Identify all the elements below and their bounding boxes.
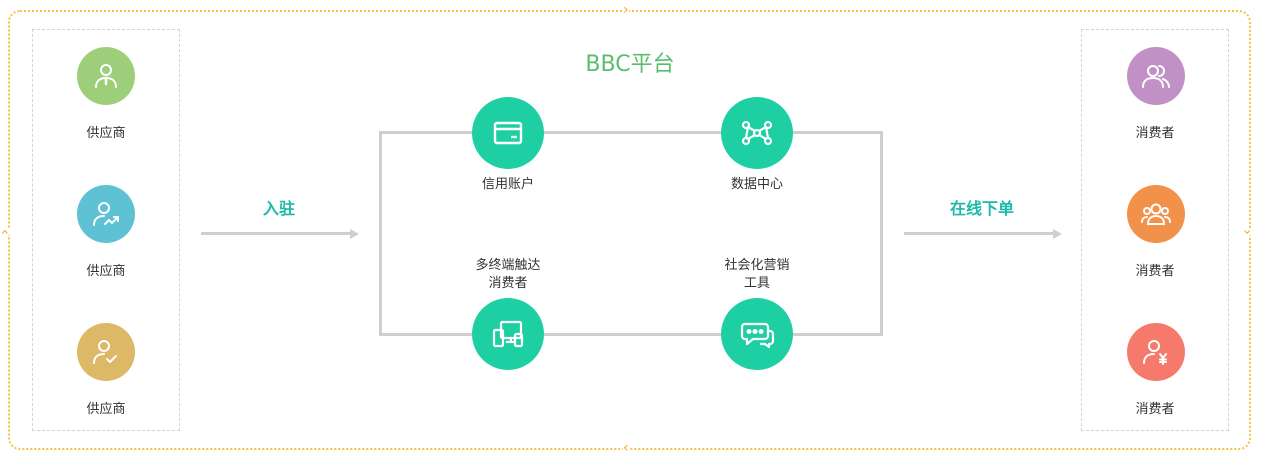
supplier-label: 供应商 bbox=[86, 264, 126, 279]
chat-bubble-icon bbox=[721, 298, 793, 370]
enter-arrow-line bbox=[201, 232, 351, 235]
chevron-up-icon: › bbox=[0, 229, 13, 235]
feature-label-line: 消费者 bbox=[488, 276, 528, 291]
supplier-check-icon bbox=[77, 323, 135, 381]
feature-label-line: 多终端触达 bbox=[475, 258, 541, 273]
feature-label: 多终端触达 消费者 bbox=[428, 257, 588, 293]
platform-frame bbox=[379, 131, 883, 336]
chevron-left-icon: ‹ bbox=[623, 440, 629, 456]
order-arrow-head bbox=[1053, 229, 1062, 239]
supplier-label: 供应商 bbox=[86, 126, 126, 141]
chevron-down-icon: › bbox=[1238, 229, 1255, 235]
feature-label: 数据中心 bbox=[730, 177, 783, 192]
feature-label-line: 社会化营销 bbox=[724, 258, 790, 273]
consumer-label: 消费者 bbox=[1135, 402, 1175, 417]
credit-card-icon bbox=[472, 97, 544, 169]
consumer-group-icon bbox=[1127, 185, 1185, 243]
multi-device-icon bbox=[472, 298, 544, 370]
order-arrow-line bbox=[904, 232, 1054, 235]
enter-arrow-head bbox=[350, 229, 359, 239]
consumer-label: 消费者 bbox=[1135, 126, 1175, 141]
enter-label: 入驻 bbox=[262, 199, 295, 218]
chevron-right-icon: › bbox=[623, 2, 629, 18]
consumer-pair-icon bbox=[1127, 47, 1185, 105]
supplier-chart-icon bbox=[77, 185, 135, 243]
data-network-icon bbox=[721, 97, 793, 169]
platform-title: BBC平台 bbox=[585, 52, 675, 77]
supplier-tie-icon bbox=[77, 47, 135, 105]
feature-label-line: 工具 bbox=[743, 276, 770, 291]
feature-label: 社会化营销 工具 bbox=[677, 257, 837, 293]
supplier-label: 供应商 bbox=[86, 402, 126, 417]
feature-label: 信用账户 bbox=[481, 177, 534, 192]
consumer-yen-icon bbox=[1127, 323, 1185, 381]
order-label: 在线下单 bbox=[949, 199, 1014, 218]
consumer-label: 消费者 bbox=[1135, 264, 1175, 279]
